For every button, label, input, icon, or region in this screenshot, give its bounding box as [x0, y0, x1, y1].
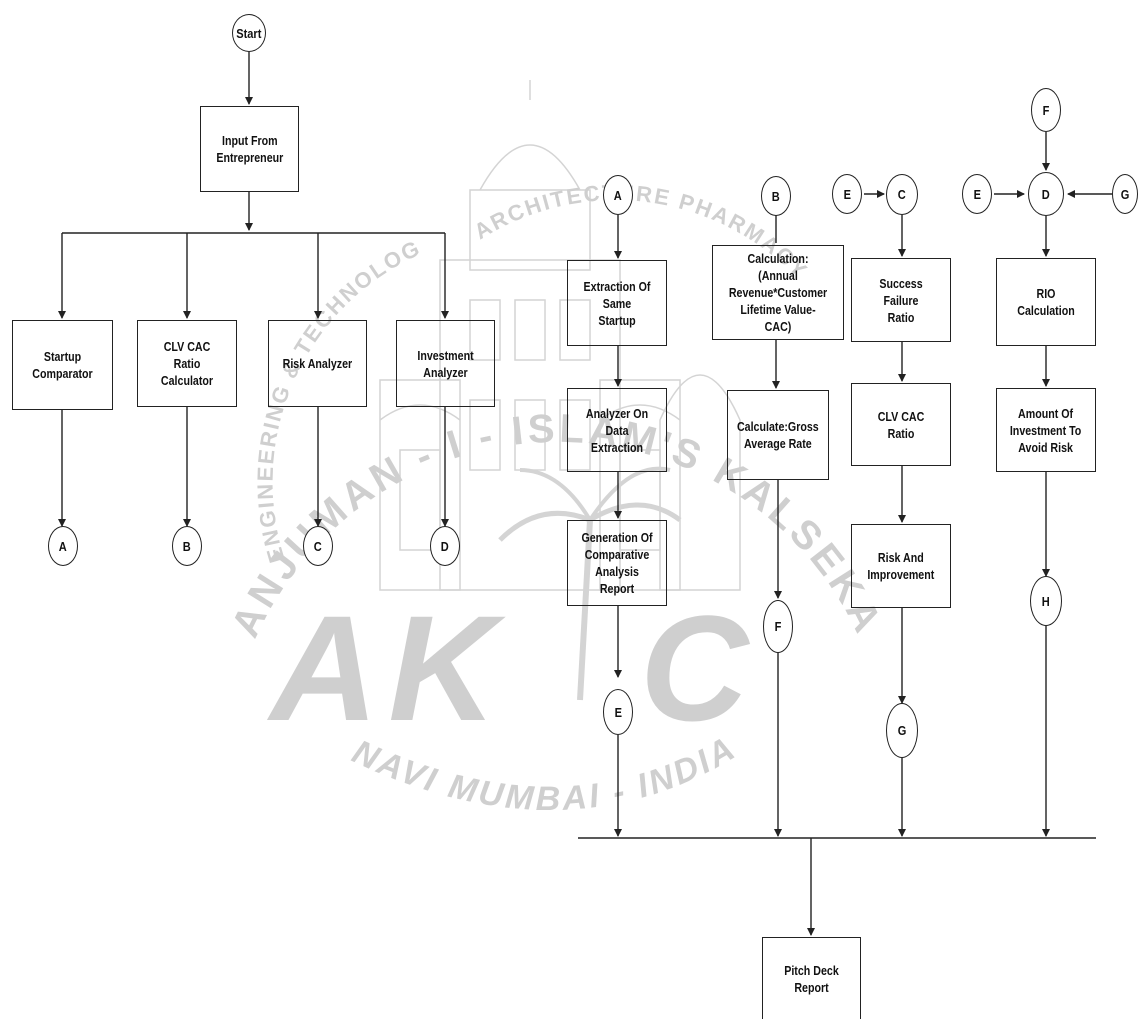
connector-c-bottom: C	[303, 526, 333, 566]
calculate-gross-average-box: Calculate:Gross Average Rate	[727, 390, 829, 480]
connector-g-out: G	[886, 703, 918, 758]
connector-e-into-d: E	[962, 174, 992, 214]
success-failure-ratio-box: Success Failure Ratio	[851, 258, 951, 342]
investment-analyzer-box: Investment Analyzer	[396, 320, 495, 407]
start-node: Start	[232, 14, 266, 52]
risk-and-improvement-box: Risk And Improvement	[851, 524, 951, 608]
pitch-deck-report-box: Pitch Deck Report	[762, 937, 861, 1019]
connector-a-bottom: A	[48, 526, 78, 566]
clv-cac-ratio-box: CLV CAC Ratio	[851, 383, 951, 466]
generation-comparative-report-box: Generation Of Comparative Analysis Repor…	[567, 520, 667, 606]
rio-calculation-box: RIO Calculation	[996, 258, 1096, 346]
connector-h-out: H	[1030, 576, 1062, 626]
risk-analyzer-box: Risk Analyzer	[268, 320, 367, 407]
startup-comparator-box: Startup Comparator	[12, 320, 113, 410]
connector-d-top: D	[1028, 172, 1064, 216]
connector-f-out: F	[763, 600, 793, 653]
connector-f-into-d: F	[1031, 88, 1061, 132]
connector-e-into-c: E	[832, 174, 862, 214]
connector-e-out: E	[603, 689, 633, 735]
svg-text:C: C	[640, 584, 751, 752]
connector-d-bottom: D	[430, 526, 460, 566]
calculation-clv-box: Calculation: (Annual Revenue*Customer Li…	[712, 245, 844, 340]
connector-b-top: B	[761, 176, 791, 216]
analyzer-data-extraction-box: Analyzer On Data Extraction	[567, 388, 667, 472]
connector-g-into-d: G	[1112, 174, 1138, 214]
clv-cac-ratio-calculator-box: CLV CAC Ratio Calculator	[137, 320, 237, 407]
input-from-entrepreneur-box: Input From Entrepreneur	[200, 106, 299, 192]
connector-b-bottom: B	[172, 526, 202, 566]
connector-a-top: A	[603, 175, 633, 215]
amount-investment-box: Amount Of Investment To Avoid Risk	[996, 388, 1096, 472]
extraction-same-startup-box: Extraction Of Same Startup	[567, 260, 667, 346]
svg-text:AK: AK	[266, 584, 507, 752]
connector-c-top: C	[886, 174, 918, 215]
